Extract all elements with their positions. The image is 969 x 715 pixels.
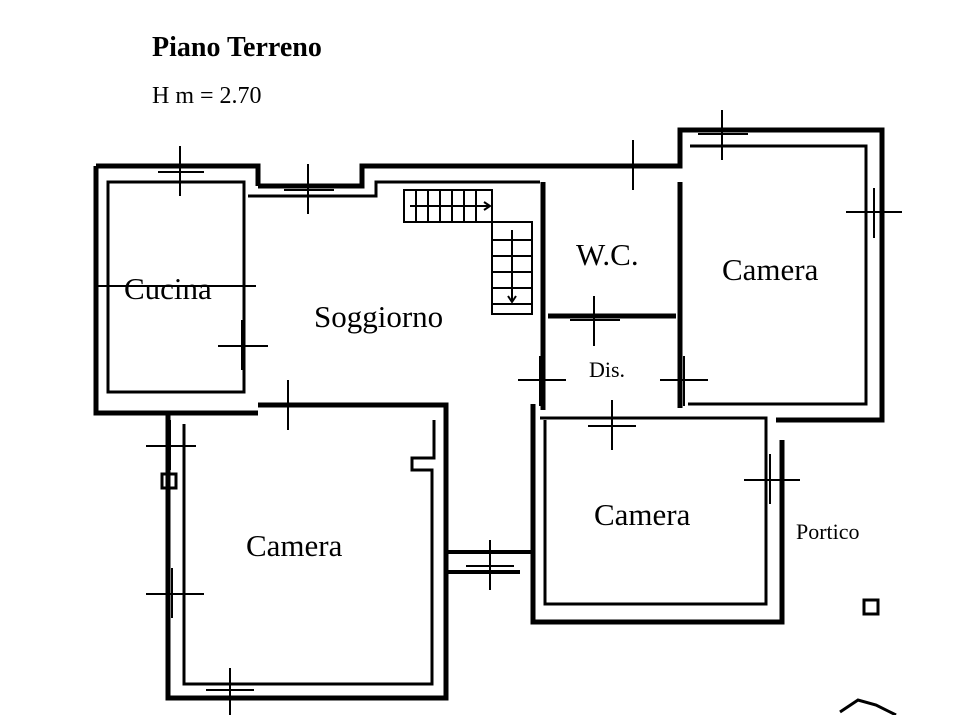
pillar-portico bbox=[862, 598, 880, 616]
height-label: H m = 2.70 bbox=[152, 83, 262, 109]
wall-cucina-inner bbox=[106, 180, 246, 394]
room-label-portico: Portico bbox=[796, 519, 860, 544]
room-label-camera-s: Camera bbox=[594, 497, 691, 532]
wall-camera-s bbox=[530, 404, 785, 625]
window-marks bbox=[94, 110, 902, 715]
room-label-camera-sw: Camera bbox=[246, 528, 343, 563]
wall-camera-ne-outer bbox=[680, 127, 885, 423]
wall-cucina bbox=[93, 163, 261, 416]
room-label-camera-ne: Camera bbox=[722, 252, 819, 287]
room-label-soggiorno: Soggiorno bbox=[314, 299, 443, 334]
room-label-dis: Dis. bbox=[589, 357, 625, 382]
room-label-cucina: Cucina bbox=[124, 271, 212, 306]
wall-camera-sw-inner bbox=[182, 420, 436, 686]
wall-soggiorno-inner bbox=[248, 180, 540, 198]
plan-title: Piano Terreno bbox=[152, 32, 322, 63]
wall-camera-s-inner bbox=[540, 416, 768, 606]
walls bbox=[93, 127, 885, 701]
wall-camera-ne-inner bbox=[688, 144, 868, 406]
stairs bbox=[403, 189, 533, 315]
north-mark bbox=[839, 698, 897, 715]
room-label-wc: W.C. bbox=[576, 237, 639, 272]
pillar-west bbox=[160, 472, 178, 490]
